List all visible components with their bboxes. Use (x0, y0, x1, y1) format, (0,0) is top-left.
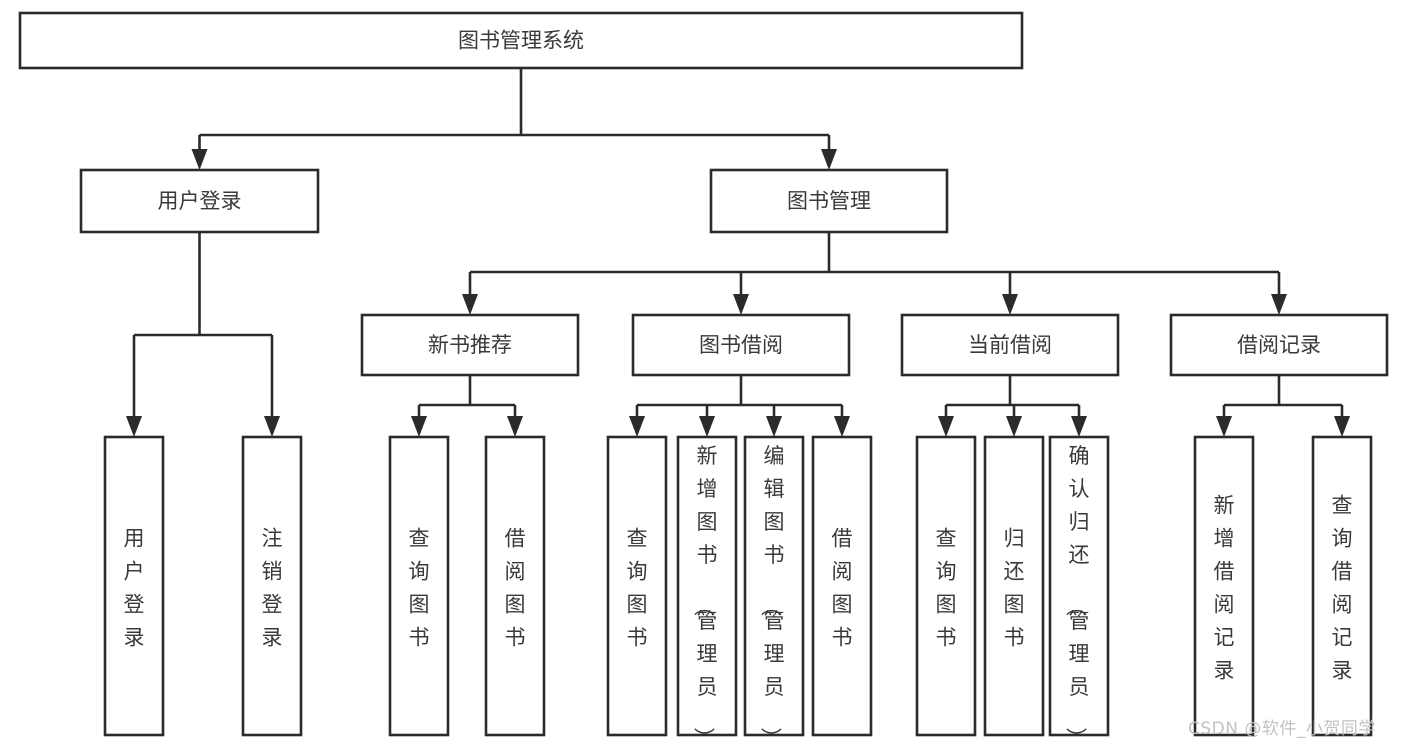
node-box (1048, 435, 1110, 737)
node-leaf-12[interactable]: 查询借阅记录 (1311, 435, 1373, 737)
node-label: 查询图书 (409, 527, 430, 650)
node-leaf-10[interactable]: 确认归还（管理员） (1048, 435, 1110, 747)
node-box (1311, 435, 1373, 737)
node-box (676, 435, 738, 737)
node-label: 图书管理 (787, 189, 871, 213)
node-label: 查询借阅记录 (1332, 494, 1353, 683)
node-label: 图书借阅 (699, 333, 783, 357)
node-label: 借阅图书 (832, 527, 853, 650)
node-label: 借阅图书 (505, 527, 526, 650)
node-label: 确认归还（管理员） (1064, 444, 1090, 747)
node-level2-0[interactable]: 用户登录 (79, 168, 320, 234)
node-label: 图书管理系统 (458, 29, 584, 53)
node-box (1169, 313, 1389, 377)
node-box (983, 435, 1045, 737)
node-box (388, 435, 450, 737)
node-label: 归还图书 (1004, 527, 1025, 650)
node-leaf-8[interactable]: 查询图书 (915, 435, 977, 737)
node-level3-2[interactable]: 当前借阅 (900, 313, 1120, 377)
connector-edges-group (126, 68, 1350, 437)
node-label: 新书推荐 (428, 333, 512, 357)
node-label: 查询图书 (627, 527, 648, 650)
node-label: 编辑图书（管理员） (759, 444, 785, 747)
node-level3-3[interactable]: 借阅记录 (1169, 313, 1389, 377)
node-box (241, 435, 303, 737)
node-leaf-4[interactable]: 查询图书 (606, 435, 668, 737)
node-box (484, 435, 546, 737)
node-label: 新增图书（管理员） (692, 444, 718, 747)
node-level2-1[interactable]: 图书管理 (709, 168, 949, 234)
nodes-group: 图书管理系统用户登录图书管理新书推荐图书借阅当前借阅借阅记录用户登录注销登录查询… (18, 11, 1389, 747)
node-box (606, 435, 668, 737)
node-label: 借阅记录 (1237, 333, 1321, 357)
node-label: 当前借阅 (968, 333, 1052, 357)
node-root-system[interactable]: 图书管理系统 (18, 11, 1024, 70)
node-label: 查询图书 (936, 527, 957, 650)
node-level3-0[interactable]: 新书推荐 (360, 313, 580, 377)
node-leaf-7[interactable]: 借阅图书 (811, 435, 873, 737)
node-leaf-6[interactable]: 编辑图书（管理员） (743, 435, 805, 747)
node-level3-1[interactable]: 图书借阅 (631, 313, 851, 377)
node-leaf-11[interactable]: 新增借阅记录 (1193, 435, 1255, 737)
node-box (1193, 435, 1255, 737)
node-box (811, 435, 873, 737)
node-label: 用户登录 (158, 189, 242, 213)
node-box (103, 435, 165, 737)
node-box (631, 313, 851, 377)
node-leaf-0[interactable]: 用户登录 (103, 435, 165, 737)
node-box (18, 11, 1024, 70)
node-box (900, 313, 1120, 377)
node-leaf-1[interactable]: 注销登录 (241, 435, 303, 737)
node-leaf-9[interactable]: 归还图书 (983, 435, 1045, 737)
node-box (79, 168, 320, 234)
node-box (915, 435, 977, 737)
node-label: 用户登录 (124, 527, 145, 650)
node-box (709, 168, 949, 234)
csdn-watermark: CSDN @软件_小贺同学 (1188, 719, 1376, 739)
node-label: 新增借阅记录 (1214, 494, 1235, 683)
node-leaf-2[interactable]: 查询图书 (388, 435, 450, 737)
node-leaf-5[interactable]: 新增图书（管理员） (676, 435, 738, 747)
node-box (743, 435, 805, 737)
node-box (360, 313, 580, 377)
node-leaf-3[interactable]: 借阅图书 (484, 435, 546, 737)
node-label: 注销登录 (262, 527, 283, 650)
